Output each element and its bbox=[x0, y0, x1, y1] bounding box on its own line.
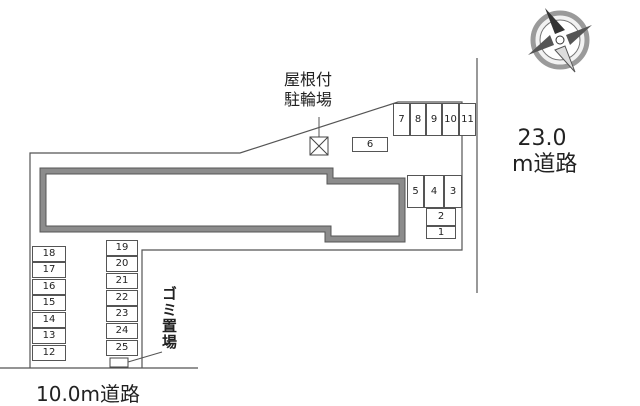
parking-space-19: 19 bbox=[106, 240, 138, 256]
parking-space-11: 11 bbox=[459, 103, 476, 136]
garbage-area-label: ゴミ置場 bbox=[160, 286, 178, 350]
road-east-label-text: 23.0 m道路 bbox=[512, 126, 578, 177]
parking-space-3: 3 bbox=[444, 175, 462, 208]
parking-space-7: 7 bbox=[393, 103, 410, 136]
parking-space-20: 20 bbox=[106, 256, 138, 272]
parking-space-23: 23 bbox=[106, 306, 138, 322]
parking-space-22: 22 bbox=[106, 290, 138, 306]
building-inner bbox=[45, 173, 400, 237]
parking-space-9: 9 bbox=[426, 103, 442, 136]
parking-space-1: 1 bbox=[426, 226, 456, 239]
parking-space-24: 24 bbox=[106, 323, 138, 339]
bicycle-parking-box-icon bbox=[309, 117, 329, 156]
parking-space-15: 15 bbox=[32, 295, 66, 311]
parking-space-2: 2 bbox=[426, 208, 456, 226]
parking-space-6: 6 bbox=[352, 137, 388, 152]
parking-space-10: 10 bbox=[442, 103, 459, 136]
parking-space-14: 14 bbox=[32, 312, 66, 328]
compass-rose-icon bbox=[528, 8, 592, 73]
parking-space-5: 5 bbox=[407, 175, 424, 208]
parking-space-8: 8 bbox=[410, 103, 426, 136]
parking-space-21: 21 bbox=[106, 273, 138, 289]
parking-space-13: 13 bbox=[32, 328, 66, 344]
road-east-label: 23.0 m道路 bbox=[512, 126, 578, 178]
parking-space-17: 17 bbox=[32, 262, 66, 278]
parking-space-18: 18 bbox=[32, 246, 66, 262]
parking-space-12: 12 bbox=[32, 345, 66, 361]
parking-space-4: 4 bbox=[424, 175, 444, 208]
parking-space-16: 16 bbox=[32, 279, 66, 295]
garbage-area-box bbox=[109, 351, 163, 368]
bicycle-parking-label: 屋根付 駐輪場 bbox=[284, 70, 333, 109]
parking-space-25: 25 bbox=[106, 340, 138, 356]
site-boundary bbox=[29, 101, 463, 368]
road-south-label: 10.0m道路 bbox=[36, 382, 141, 406]
